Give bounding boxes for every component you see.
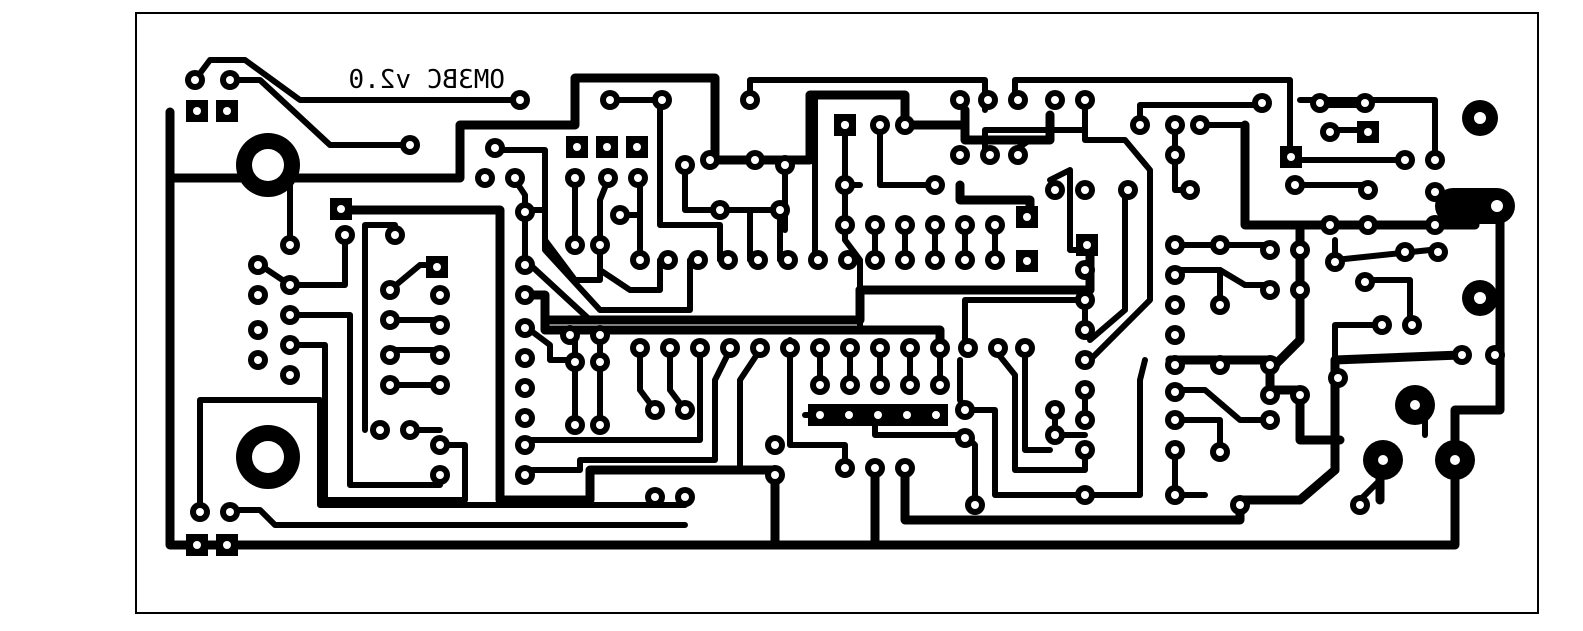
- mounting-holes: [236, 133, 300, 489]
- board-outline: [135, 12, 1539, 614]
- board-label-text: OM3BC v2.0: [348, 65, 505, 95]
- silkscreen-label: OM3BC v2.0: [348, 65, 505, 95]
- drill-holes: [191, 76, 1499, 549]
- rf-connector-pads: [1363, 100, 1515, 480]
